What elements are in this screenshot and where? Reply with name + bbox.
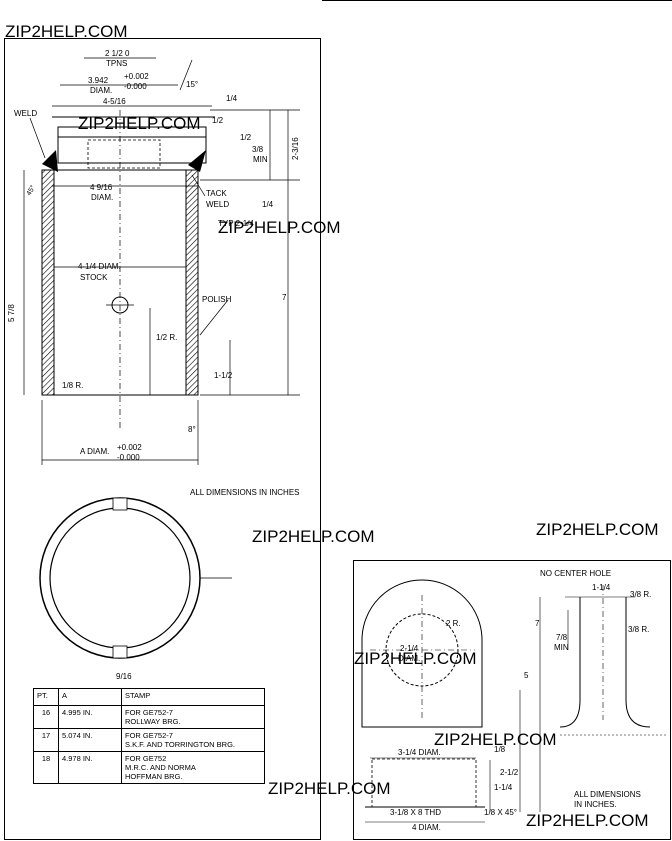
- label-quarter-top: 1/4: [226, 94, 238, 103]
- table-header-stamp: STAMP: [121, 688, 265, 706]
- stamp-line: FOR GE752: [125, 754, 167, 763]
- table-cell-a: 4.995 IN.: [58, 705, 122, 729]
- label-1-1-4: 1-1/4: [494, 783, 513, 792]
- watermark: ZIP2HELP.COM: [252, 527, 375, 546]
- label-angle-lower: TYP 2-1/4: [218, 219, 254, 228]
- label-chamfer: 1/8 X 45°: [484, 808, 517, 817]
- label-1-8: 1/8: [494, 745, 506, 754]
- table-cell-stamp: FOR GE752-7 ROLLWAY BRG.: [121, 705, 265, 729]
- right-drawing-frame: [353, 560, 671, 840]
- label-min: MIN: [253, 155, 268, 164]
- label-weld: WELD: [14, 109, 37, 118]
- label-polish: POLISH: [202, 295, 232, 304]
- label-no-center-hole: NO CENTER HOLE: [540, 569, 611, 578]
- label-all-dims: ALL DIMENSIONS IN INCHES: [190, 488, 300, 497]
- label-a-tol-plus: +0.002: [117, 443, 142, 452]
- table-cell-pt: 17: [33, 728, 59, 752]
- label-stock-word: STOCK: [80, 273, 108, 282]
- stamp-line: ROLLWAY BRG.: [125, 717, 181, 726]
- table-cell-pt: 18: [33, 751, 59, 784]
- table-cell-a: 4.978 IN.: [58, 751, 122, 784]
- label-half-a: 1/2: [212, 116, 224, 125]
- label-thread: 2 1/2 0: [105, 49, 130, 58]
- label-bore-diam: 3.942: [88, 76, 109, 85]
- watermark: ZIP2HELP.COM: [218, 218, 341, 237]
- label-quarter-b: 1/4: [262, 200, 274, 209]
- label-radius-eighth: 1/8 R.: [62, 381, 83, 390]
- fitting-body: [57, 126, 207, 164]
- table-row: 18 4.978 IN. FOR GE752 M.R.C. AND NORMA …: [33, 751, 265, 784]
- label-angle-bottom: 8°: [188, 425, 196, 434]
- label-thread: 3-1/8 X 8 THD: [390, 808, 441, 817]
- label-dim-7: 7: [282, 293, 287, 302]
- table-header-row: PT. A STAMP: [33, 688, 265, 706]
- label-9-16: 9/16: [116, 672, 132, 681]
- label-radius-half: 1/2 R.: [156, 333, 177, 342]
- weld-right: [188, 150, 206, 172]
- label-diam-4: 4 DIAM.: [412, 823, 441, 832]
- label-a-diam: A DIAM.: [80, 447, 109, 456]
- label-radius-2: 2 R.: [446, 619, 461, 628]
- table-cell-stamp: FOR GE752 M.R.C. AND NORMA HOFFMAN BRG.: [121, 751, 265, 784]
- label-dim-5: 5: [524, 671, 529, 680]
- watermark: ZIP2HELP.COM: [268, 779, 391, 798]
- label-tack: TACK: [206, 189, 227, 198]
- table-cell-a: 5.074 IN.: [58, 728, 122, 752]
- label-width-top: 4-5/16: [103, 97, 126, 106]
- table-header-pt: PT.: [33, 688, 59, 706]
- label-bore-tol-minus: -0.000: [124, 82, 147, 91]
- label-min: MIN: [554, 643, 569, 652]
- top-rule: [322, 0, 672, 1]
- table-cell-stamp: FOR GE752-7 S.K.F. AND TORRINGTON BRG.: [121, 728, 265, 752]
- label-radius-3-8-b: 3/8 R.: [628, 625, 649, 634]
- label-a-tol-minus: -0.000: [117, 453, 140, 462]
- label-radius-3-8-a: 3/8 R.: [630, 590, 651, 599]
- stamp-line: S.K.F. AND TORRINGTON BRG.: [125, 740, 236, 749]
- watermark: ZIP2HELP.COM: [78, 114, 201, 133]
- watermark: ZIP2HELP.COM: [5, 22, 128, 41]
- label-dim-7: 7: [535, 619, 540, 628]
- label-2-3-16: 2-3/16: [291, 137, 300, 160]
- stamp-line: FOR GE752-7: [125, 708, 173, 717]
- table-row: 16 4.995 IN. FOR GE752-7 ROLLWAY BRG.: [33, 705, 265, 729]
- label-all-dims-2: IN INCHES.: [574, 800, 617, 809]
- side-profile: [559, 597, 651, 728]
- table-cell-pt: 16: [33, 705, 59, 729]
- label-bore-tol-plus: +0.002: [124, 72, 149, 81]
- stamp-line: HOFFMAN BRG.: [125, 772, 183, 781]
- label-diam-3-1-4: 3-1/4 DIAM.: [398, 748, 441, 757]
- label-diam-word: DIAM.: [398, 654, 420, 663]
- label-3-8: 3/8: [252, 145, 264, 154]
- watermark: ZIP2HELP.COM: [536, 520, 659, 539]
- label-diam-4-9-16: 4 9/16: [90, 183, 113, 192]
- stamp-line: M.R.C. AND NORMA: [125, 763, 196, 772]
- label-2-1-2: 2-1/2: [500, 768, 519, 777]
- stamp-line: FOR GE752-7: [125, 731, 173, 740]
- label-diam-word-b: DIAM.: [91, 193, 113, 202]
- label-5-7-8: 5 7/8: [7, 304, 16, 322]
- table-header-a: A: [58, 688, 122, 706]
- label-all-dims-1: ALL DIMENSIONS: [574, 790, 641, 799]
- plate-outline: [361, 579, 483, 728]
- thread-stub: [371, 758, 477, 808]
- left-drawing-frame: [4, 38, 321, 840]
- label-half-b: 1/2: [240, 133, 252, 142]
- label-dim-7-8: 7/8: [556, 633, 568, 642]
- watermark: ZIP2HELP.COM: [526, 811, 649, 830]
- label-bore-diam-word: DIAM.: [90, 86, 112, 95]
- label-tack-weld: WELD: [206, 200, 229, 209]
- label-thread-type: TPNS: [106, 59, 127, 68]
- label-angle-top: 15°: [186, 80, 198, 89]
- watermark: ZIP2HELP.COM: [434, 730, 557, 749]
- weld-left: [42, 150, 58, 172]
- watermark: ZIP2HELP.COM: [354, 649, 477, 668]
- table-row: 17 5.074 IN. FOR GE752-7 S.K.F. AND TORR…: [33, 728, 265, 752]
- stamp-table: PT. A STAMP 16 4.995 IN. FOR GE752-7 ROL…: [33, 688, 265, 784]
- label-1-1-2: 1-1/2: [214, 371, 233, 380]
- label-1-1-4-top: 1-1/4: [592, 583, 611, 592]
- label-stock-diam: 4-1/4 DIAM.: [78, 262, 121, 271]
- label-diam-2-1-4: 2-1/4: [400, 644, 419, 653]
